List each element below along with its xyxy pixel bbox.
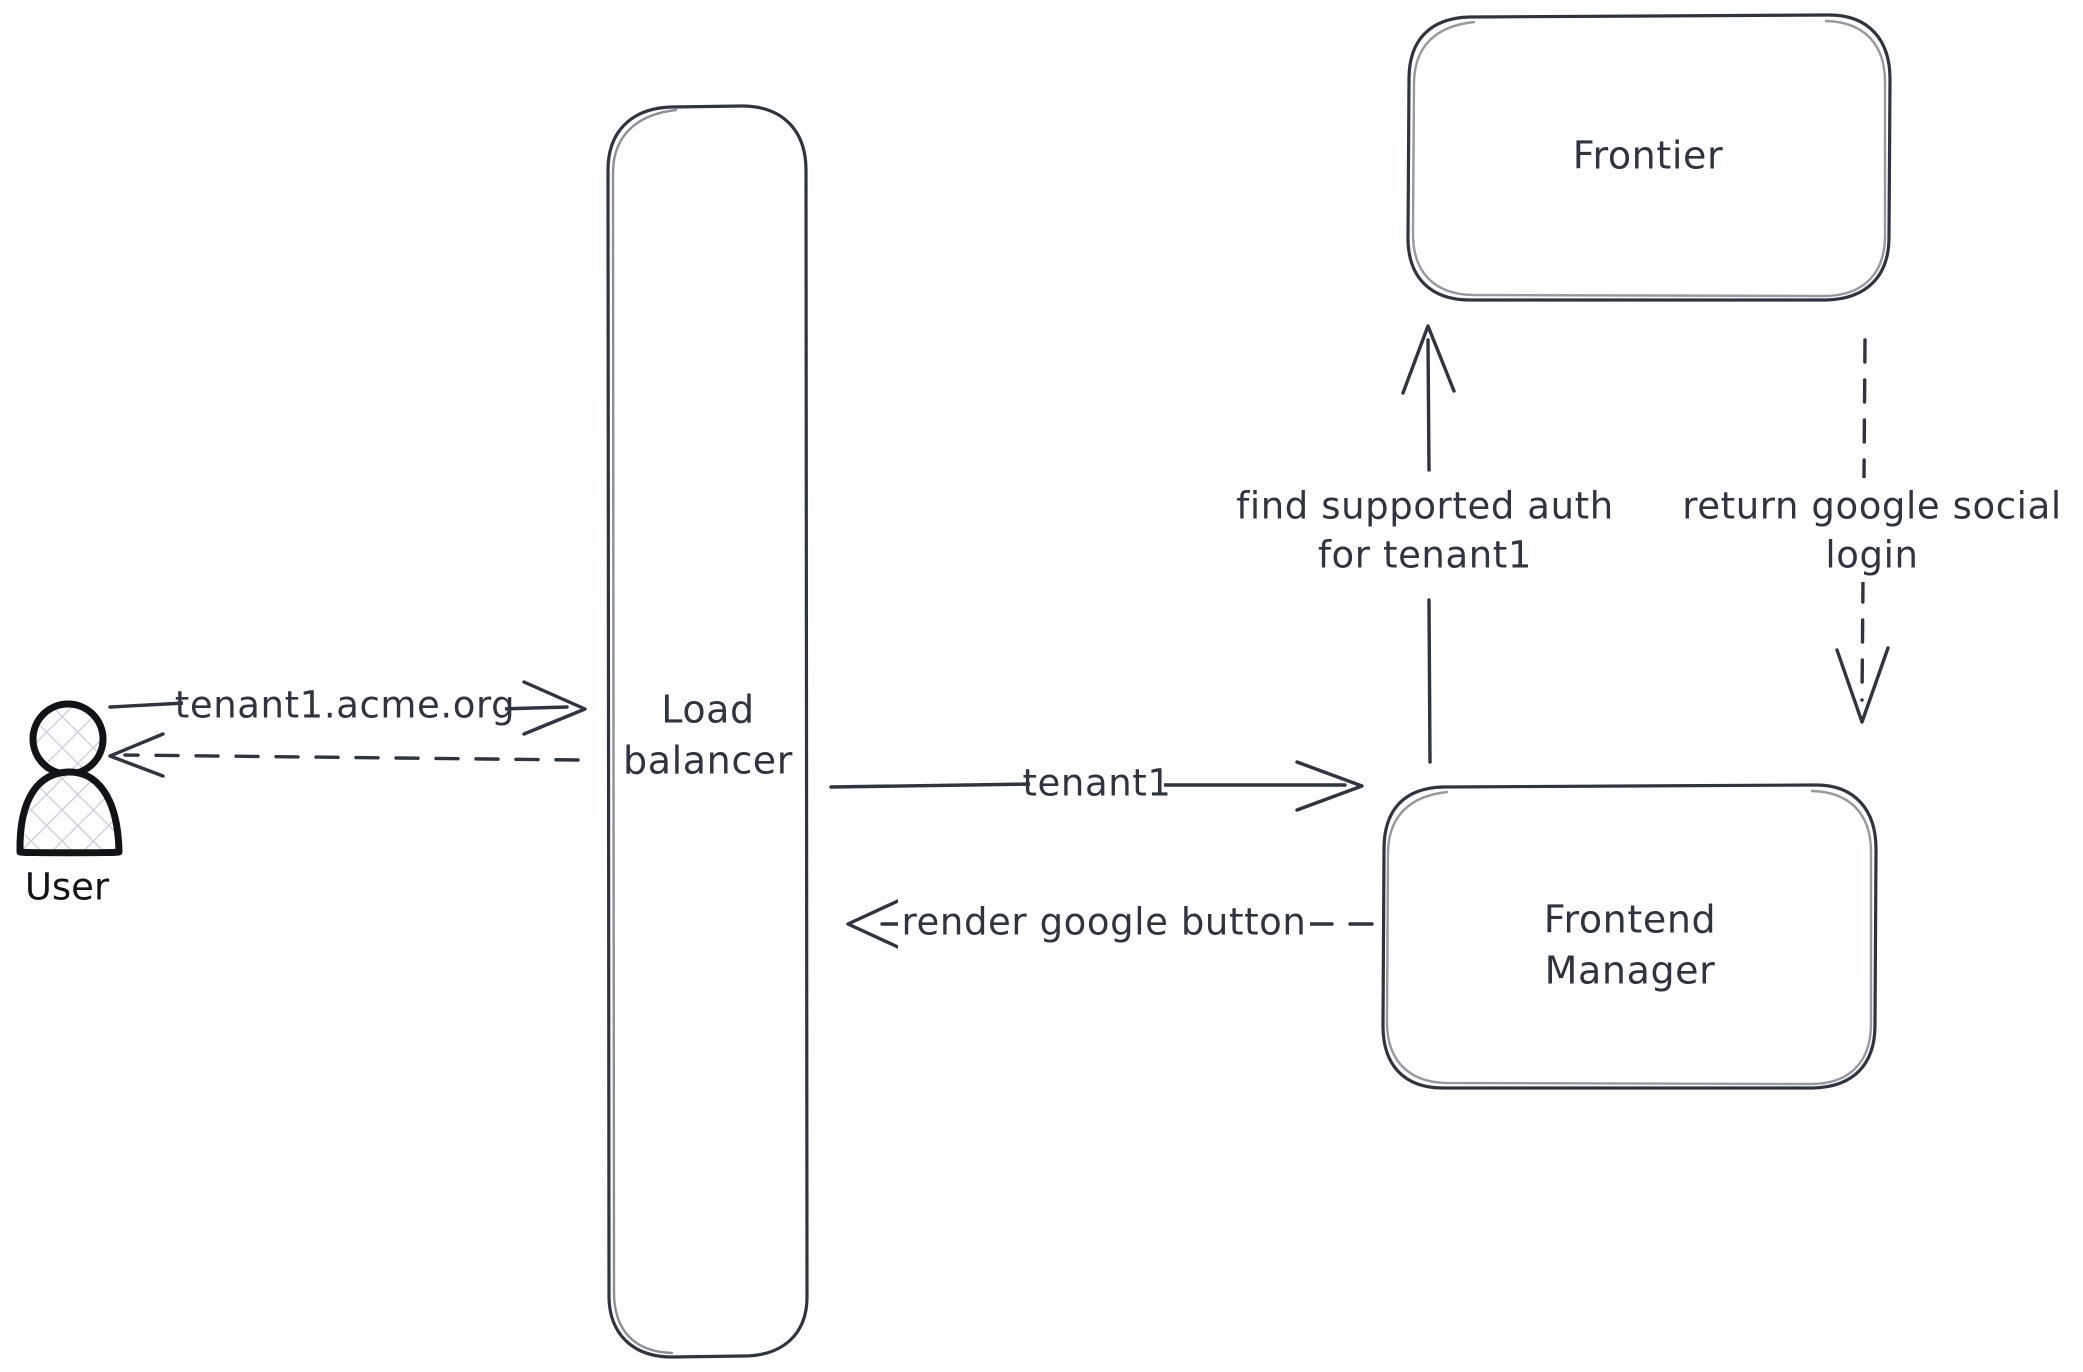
edge-fm-to-lb-label-bg	[898, 898, 1310, 950]
frontier-shape	[1406, 13, 1892, 302]
frontend-manager-shape-sketch-overlay	[1385, 789, 1873, 1086]
edge-fm-to-frontier-label-bg	[1222, 475, 1628, 587]
frontend-manager-shape	[1381, 783, 1878, 1090]
user-actor-head-icon	[29, 700, 107, 778]
edge-frontier-to-fm-label-line1: return google social	[1682, 485, 2061, 528]
edge-user-to-lb-line-tail	[498, 705, 569, 711]
user-actor-body-icon	[16, 768, 123, 857]
load-balancer-shape-sketch-overlay	[611, 108, 678, 1355]
edge-frontend-manager-to-frontier: find supported auth for tenant1	[1222, 324, 1628, 764]
edge-frontier-to-fm-label-bg	[1670, 478, 2082, 582]
edge-lb-to-user-arrowhead-icon	[108, 732, 165, 778]
edge-frontier-to-fm-line-lower	[1860, 578, 1865, 702]
frontier-shape-sketch-overlay	[1411, 19, 1887, 298]
edge-fm-to-frontier-line-lower	[1427, 598, 1432, 764]
edge-fm-to-lb-label: render google button	[902, 901, 1307, 944]
edge-frontier-to-frontend-manager: return google social login	[1670, 338, 2082, 724]
edge-user-to-load-balancer: tenant1.acme.org	[108, 680, 587, 736]
load-balancer-label-line2: balancer	[623, 739, 793, 783]
edge-fm-to-frontier-line-upper	[1426, 338, 1431, 472]
edge-user-to-lb-arrowhead-icon	[522, 680, 587, 736]
edge-load-balancer-to-user	[108, 732, 580, 778]
load-balancer-shape	[606, 104, 809, 1359]
edge-lb-to-fm-arrowhead-icon	[1295, 760, 1364, 812]
frontier-label: Frontier	[1573, 134, 1723, 178]
edge-frontier-to-fm-label-line2: login	[1825, 534, 1918, 577]
frontend-manager-label-line1: Frontend	[1544, 898, 1717, 942]
user-label: User	[25, 866, 110, 909]
edge-fm-to-frontier-label-line1: find supported auth	[1236, 485, 1614, 528]
frontend-manager-label-line2: Manager	[1545, 949, 1716, 993]
load-balancer-label-line1: Load	[661, 688, 755, 732]
node-frontend-manager[interactable]: Frontend Manager	[1381, 783, 1878, 1090]
edge-lb-to-fm-label-bg	[1030, 760, 1164, 810]
node-load-balancer[interactable]: Load balancer	[606, 104, 809, 1359]
edge-fm-to-frontier-arrowhead-icon	[1401, 324, 1456, 395]
edge-load-balancer-to-frontend-manager: tenant1	[829, 760, 1364, 812]
edge-frontier-to-fm-line-upper	[1862, 338, 1867, 480]
edge-user-to-lb-line	[108, 701, 187, 709]
edge-fm-to-frontier-label-line2: for tenant1	[1318, 534, 1532, 577]
node-user[interactable]: User	[16, 700, 123, 909]
edge-lb-to-fm-label: tenant1	[1022, 762, 1171, 805]
node-frontier[interactable]: Frontier	[1406, 13, 1892, 302]
edge-lb-to-fm-line-head	[829, 782, 1035, 789]
edge-user-to-lb-label: tenant1.acme.org	[175, 684, 516, 727]
edge-lb-to-user-line	[123, 753, 580, 762]
edge-frontier-to-fm-arrowhead-icon	[1835, 646, 1890, 724]
edge-fm-to-lb-arrowhead-icon	[846, 898, 902, 950]
edge-user-to-lb-label-bg	[183, 680, 505, 732]
edge-frontend-manager-to-load-balancer: render google button	[846, 898, 1374, 950]
